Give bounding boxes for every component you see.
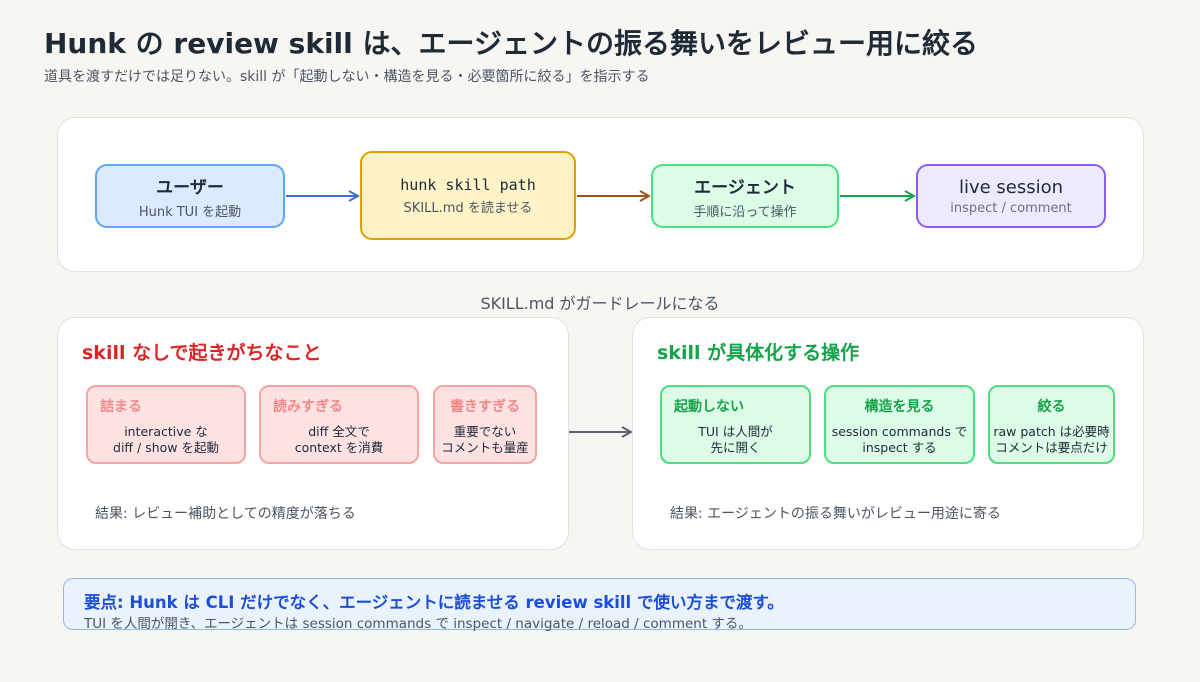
card-body: diff 全文で context を消費 (261, 424, 417, 456)
card-line: TUI は人間が (698, 424, 773, 439)
card-line: session commands で (831, 424, 968, 439)
with-skill-result: 結果: エージェントの振る舞いがレビュー用途に寄る (670, 506, 1001, 522)
with-skill-title: skill が具体化する操作 (657, 342, 860, 364)
card-body: raw patch は必要時 コメントは要点だけ (990, 424, 1113, 456)
card-title: 起動しない (674, 399, 744, 415)
node-subtitle: SKILL.md を読ませる (403, 200, 533, 216)
card-line: context を消費 (294, 440, 384, 455)
card-line: コメントも量産 (441, 440, 529, 455)
card-see-structure: 構造を見る session commands で inspect する (824, 385, 975, 464)
card-title: 絞る (1037, 399, 1066, 415)
card-line: コメントは要点だけ (995, 440, 1108, 455)
card-body: interactive な diff / show を起動 (88, 424, 244, 456)
without-skill-result: 結果: レビュー補助としての精度が落ちる (95, 506, 356, 522)
card-overread: 読みすぎる diff 全文で context を消費 (259, 385, 419, 464)
node-title: live session (958, 176, 1064, 198)
card-title: 読みすぎる (273, 399, 343, 415)
summary-headline: 要点: Hunk は CLI だけでなく、エージェントに読ませる review … (84, 593, 784, 612)
guardrail-label: SKILL.md がガードレールになる (480, 294, 720, 313)
node-subtitle: 手順に沿って操作 (693, 204, 797, 220)
card-line: inspect する (862, 440, 937, 455)
card-body: session commands で inspect する (826, 424, 973, 456)
flow-node-agent: エージェント 手順に沿って操作 (651, 164, 839, 228)
card-line: diff 全文で (308, 424, 370, 439)
flow-node-skill-path: hunk skill path SKILL.md を読ませる (360, 151, 576, 240)
card-narrow-down: 絞る raw patch は必要時 コメントは要点だけ (988, 385, 1115, 464)
card-overwrite: 書きすぎる 重要でない コメントも量産 (433, 385, 537, 464)
card-body: TUI は人間が 先に開く (662, 424, 809, 456)
flow-node-live-session: live session inspect / comment (916, 164, 1106, 228)
card-line: 重要でない (453, 424, 517, 439)
without-skill-title: skill なしで起きがちなこと (82, 342, 322, 364)
node-title: エージェント (694, 177, 796, 198)
node-subtitle: inspect / comment (950, 200, 1072, 216)
card-line: diff / show を起動 (113, 440, 219, 455)
card-body: 重要でない コメントも量産 (435, 424, 535, 456)
node-subtitle: Hunk TUI を起動 (138, 204, 242, 220)
card-title: 書きすぎる (450, 399, 520, 415)
card-title: 詰まる (100, 399, 142, 415)
node-title: hunk skill path (400, 175, 536, 194)
card-title: 構造を見る (864, 399, 935, 415)
card-line: raw patch は必要時 (993, 424, 1110, 439)
summary-callout (63, 578, 1136, 630)
summary-detail: TUI を人間が開き、エージェントは session commands で in… (84, 616, 752, 632)
page-subtitle: 道具を渡すだけでは足りない。skill が「起動しない・構造を見る・必要箇所に絞… (44, 69, 650, 85)
card-line: interactive な (124, 424, 208, 439)
card-line: 先に開く (710, 440, 761, 455)
card-no-launch: 起動しない TUI は人間が 先に開く (660, 385, 811, 464)
node-title: ユーザー (156, 177, 224, 198)
flow-node-user: ユーザー Hunk TUI を起動 (95, 164, 285, 228)
card-stuck: 詰まる interactive な diff / show を起動 (86, 385, 246, 464)
page-title: Hunk の review skill は、エージェントの振る舞いをレビュー用に… (44, 27, 978, 60)
